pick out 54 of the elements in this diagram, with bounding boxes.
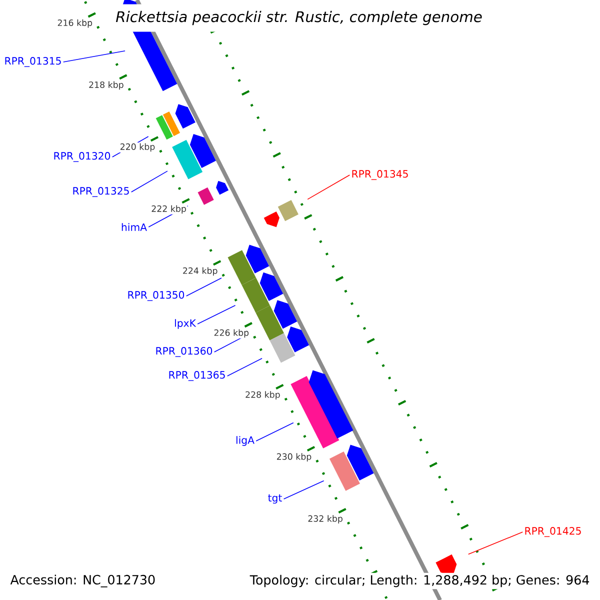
leader-line xyxy=(256,422,294,442)
leader-line xyxy=(197,305,236,324)
leader-line xyxy=(130,170,168,192)
scale-label: 216 kbp xyxy=(56,18,94,28)
gene-label: ligA xyxy=(236,436,254,446)
leader-line xyxy=(283,480,324,500)
gene-block xyxy=(308,370,354,439)
gene-label: RPR_01425 xyxy=(525,527,581,537)
gene-block xyxy=(228,250,256,285)
gene-label: RPR_01365 xyxy=(169,371,225,381)
scale-label: 224 kbp xyxy=(182,266,219,276)
gene-block xyxy=(290,376,340,448)
gene-block xyxy=(260,272,284,301)
scale-label: 226 kbp xyxy=(212,328,250,338)
scale-label: 222 kbp xyxy=(150,204,188,214)
gene-label: RPR_01325 xyxy=(73,187,129,197)
gene-block xyxy=(274,300,298,329)
gene-label: RPR_01320 xyxy=(54,152,110,162)
gene-block xyxy=(198,187,214,205)
gene-label: RPR_01350 xyxy=(128,291,184,301)
gene-block xyxy=(162,112,180,136)
leader-line xyxy=(468,532,524,555)
title: Rickettsia peacockii str. Rustic, complete genome xyxy=(108,4,490,32)
gene-block xyxy=(287,326,310,352)
gene-block xyxy=(270,333,296,363)
gene-label: lpxK xyxy=(175,319,196,329)
scale-label: 232 kbp xyxy=(306,514,344,524)
leader-line xyxy=(62,50,126,62)
gene-block xyxy=(156,115,173,140)
gene-block xyxy=(264,212,280,228)
scale-label: 230 kbp xyxy=(276,452,312,462)
gene-label: RPR_01360 xyxy=(156,347,212,357)
gene-label: RPR_01315 xyxy=(5,57,61,67)
gene-block xyxy=(256,306,284,340)
gene-block xyxy=(346,444,374,480)
gene-label: himA xyxy=(122,223,147,231)
gene-block xyxy=(242,278,270,313)
footer-text: Accession: NC_012730 xyxy=(8,572,158,590)
gene-block xyxy=(216,180,229,195)
leader-line xyxy=(307,174,350,200)
gene-block xyxy=(175,104,196,129)
scale-label: 220 kbp xyxy=(119,142,156,152)
gene-block xyxy=(172,140,203,180)
leader-line xyxy=(226,358,262,376)
gene-block xyxy=(329,452,360,491)
gene-label: RPR_01345 xyxy=(352,170,408,180)
footer-text: Topology: circular; Length: 1,288,492 bp; Genes: 964 xyxy=(248,572,592,590)
gene-block xyxy=(246,244,270,274)
scale-label: 228 kbp xyxy=(244,390,282,400)
gene-label: tgt xyxy=(268,494,282,504)
scale-label: 218 kbp xyxy=(88,80,125,90)
gene-block xyxy=(278,200,298,222)
leader-line xyxy=(186,278,222,296)
gene-block xyxy=(190,134,216,168)
